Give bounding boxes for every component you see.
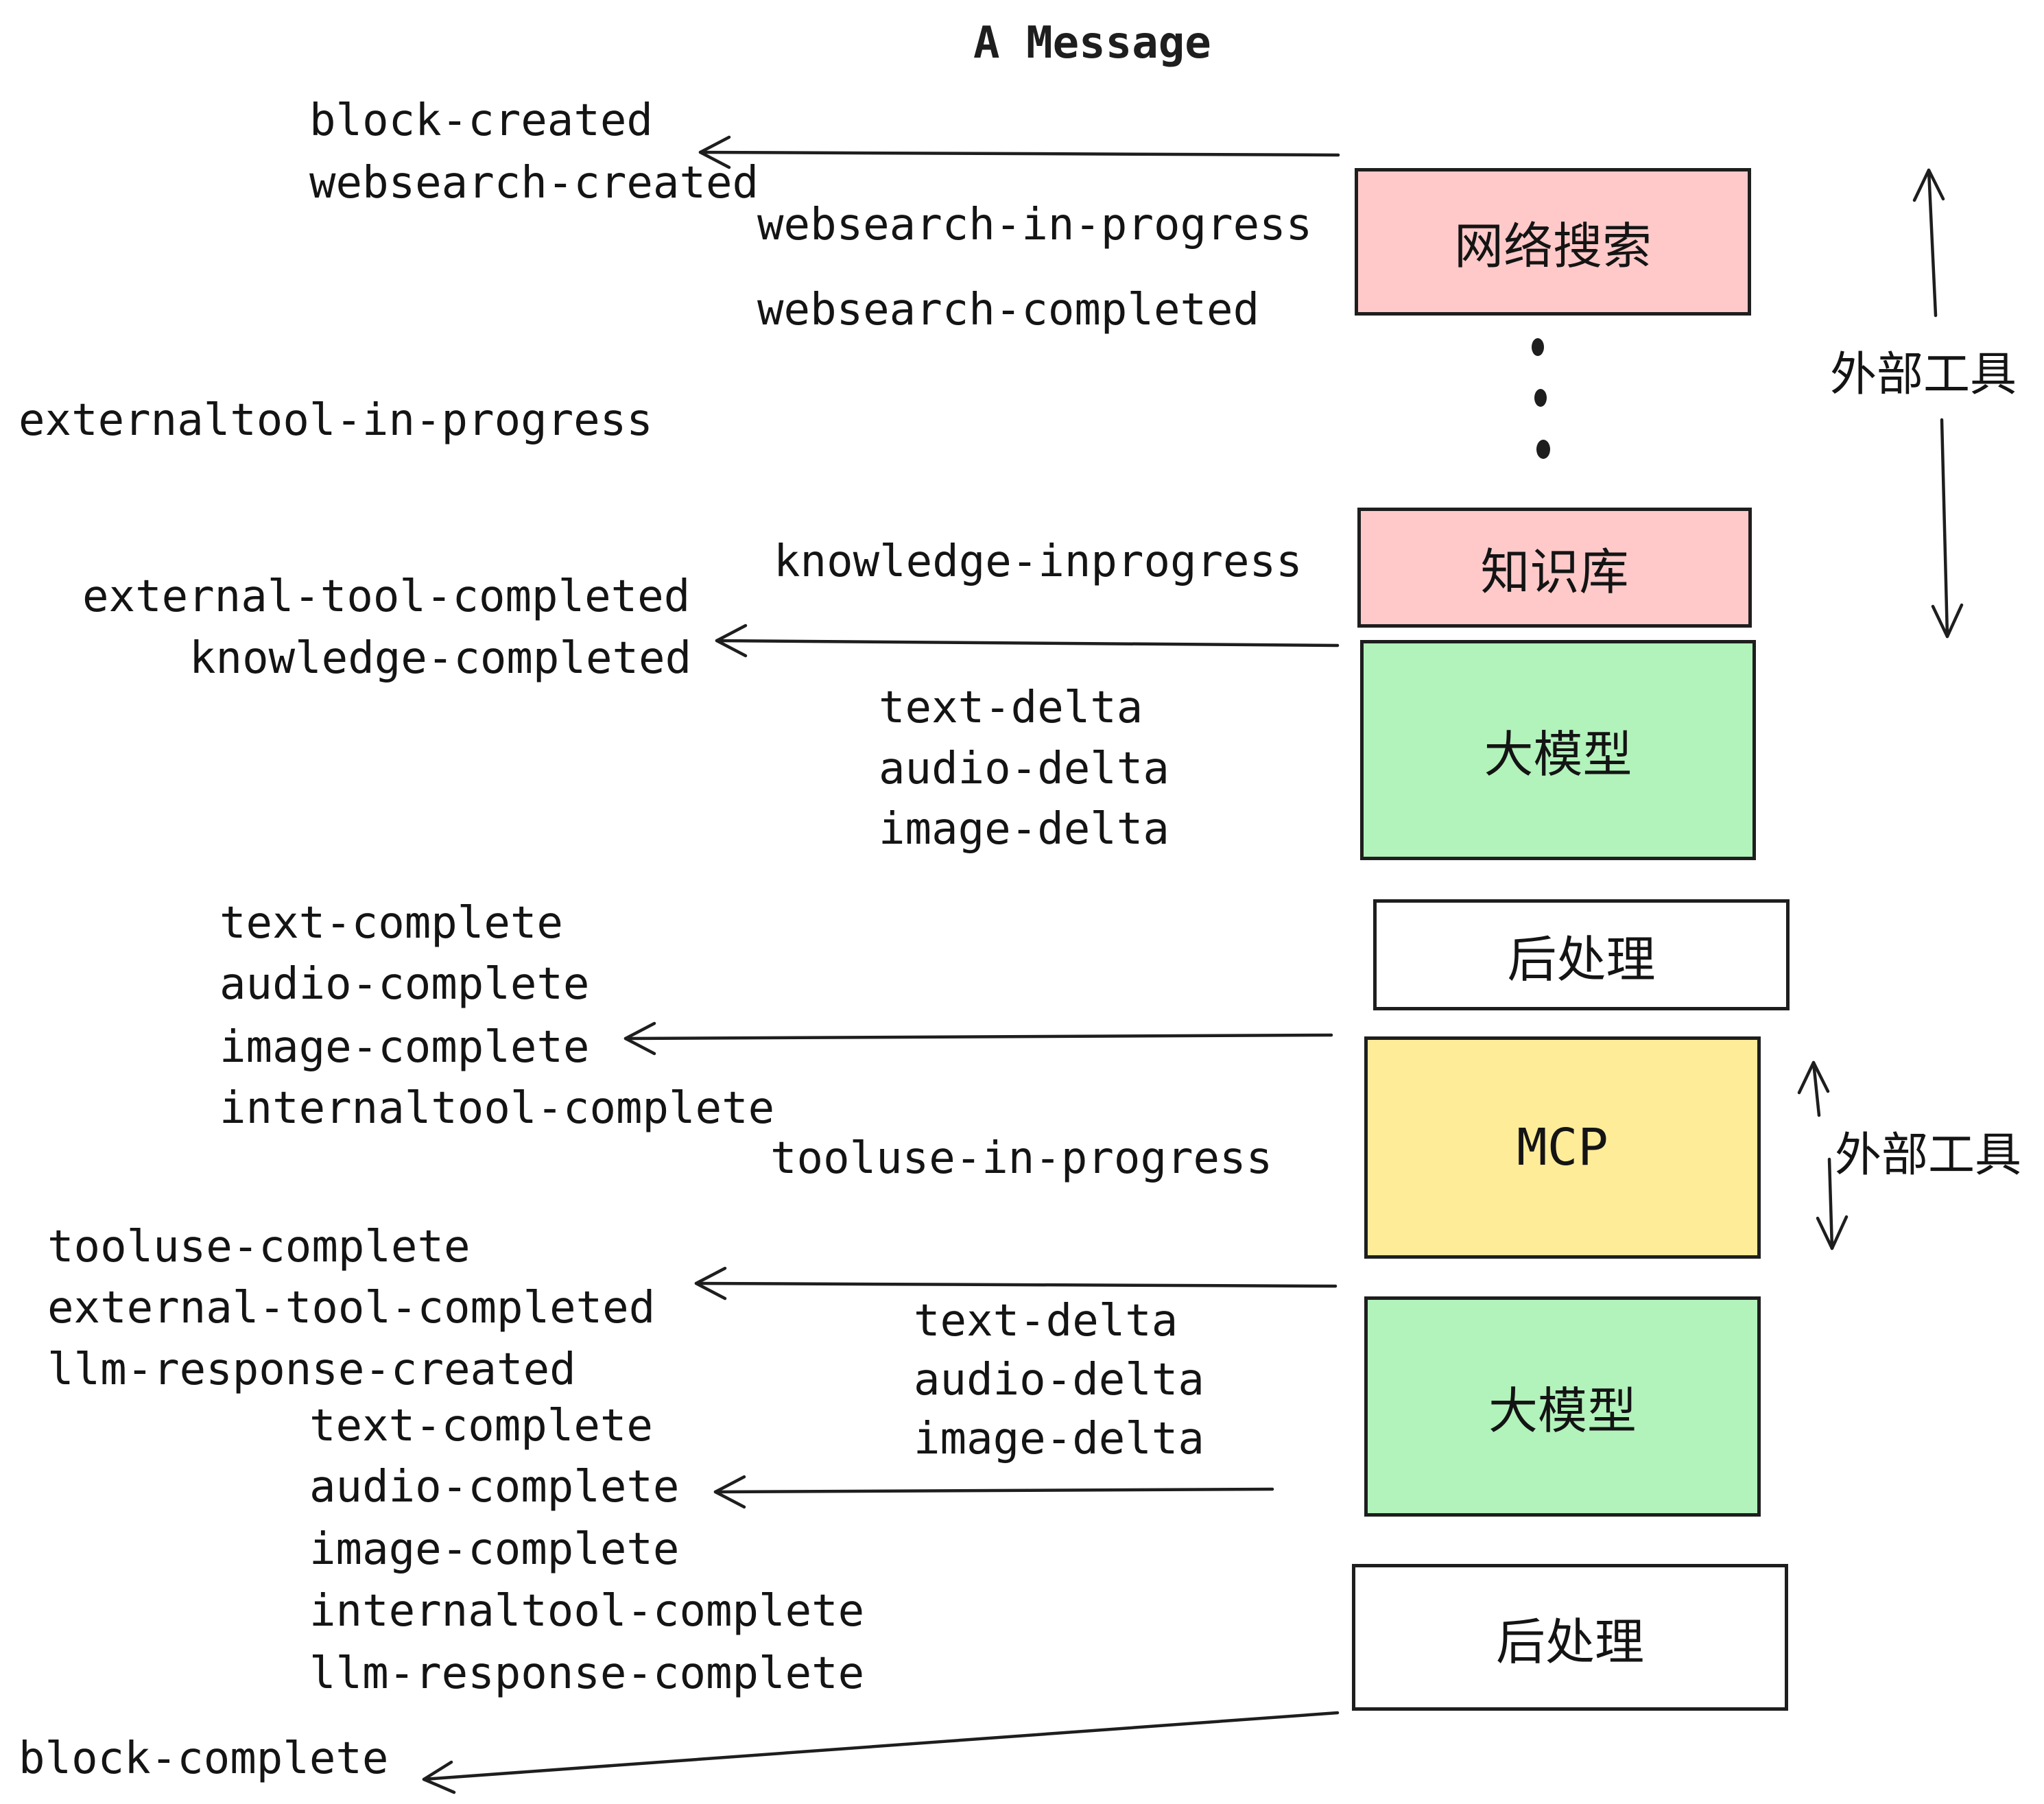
external-tools-top-label: 外部工具 [1830, 348, 2017, 402]
box-llm-1-label: 大模型 [1484, 726, 1632, 783]
event-label-audio-complete-2: audio-complete [309, 1462, 680, 1512]
box-knowledge-label: 知识库 [1480, 543, 1629, 601]
event-label-text-delta: text-delta [879, 683, 1143, 733]
box-mcp: MCP [1364, 1036, 1761, 1259]
box-knowledge: 知识库 [1357, 508, 1752, 628]
event-label-knowledge-completed: knowledge-completed [189, 633, 692, 684]
event-label-llm-response-complete: llm-response-complete [309, 1648, 865, 1699]
box-postprocess-2: 后处理 [1352, 1564, 1788, 1711]
event-label-image-delta-2: image-delta [914, 1414, 1204, 1464]
box-llm-2: 大模型 [1364, 1296, 1761, 1517]
event-label-websearch-completed: websearch-completed [757, 285, 1260, 335]
box-llm-1: 大模型 [1360, 640, 1756, 860]
box-postprocess-2-label: 后处理 [1495, 1613, 1644, 1671]
diagram-title: A Message [973, 18, 1211, 69]
event-label-knowledge-inprogress: knowledge-inprogress [774, 536, 1303, 587]
box-llm-2-label: 大模型 [1488, 1382, 1637, 1440]
event-label-websearch-in-progress: websearch-in-progress [757, 200, 1313, 250]
arrow-block-complete [422, 1711, 1340, 1794]
box-postprocess-1-label: 后处理 [1507, 930, 1656, 988]
box-mcp-label: MCP [1517, 1118, 1608, 1177]
arrow-websearch-created [698, 135, 1340, 169]
arrow-knowledge-completed [715, 624, 1340, 658]
arrow-internal-complete [623, 1021, 1333, 1056]
event-label-audio-delta: audio-delta [879, 744, 1169, 794]
external-tools-top-down-arrow [1931, 418, 1964, 639]
box-postprocess-1: 后处理 [1373, 899, 1790, 1010]
event-label-external-tool-completed-2: external-tool-completed [47, 1283, 656, 1333]
external-tools-top-up-arrow [1912, 168, 1945, 318]
event-label-text-delta-2: text-delta [914, 1296, 1178, 1346]
event-label-image-complete: image-complete [219, 1022, 590, 1073]
event-label-internaltool-complete-2: internaltool-complete [309, 1586, 865, 1637]
event-label-websearch-created: websearch-created [309, 158, 759, 209]
event-label-internaltool-complete: internaltool-complete [219, 1083, 775, 1134]
arrow-tooluse-complete [694, 1266, 1338, 1301]
ellipsis-dots [1532, 338, 1550, 459]
event-label-image-complete-2: image-complete [309, 1524, 680, 1575]
event-label-audio-delta-2: audio-delta [914, 1355, 1204, 1405]
event-label-block-complete: block-complete [19, 1733, 389, 1784]
event-label-text-complete-2: text-complete [309, 1401, 653, 1451]
event-label-audio-complete: audio-complete [219, 959, 590, 1010]
arrow-llm-complete [713, 1475, 1274, 1509]
event-label-llm-response-created: llm-response-created [47, 1344, 576, 1395]
event-label-tooluse-complete: tooluse-complete [47, 1222, 471, 1272]
event-label-externaltool-in-progress: externaltool-in-progress [19, 395, 653, 446]
event-label-block-created: block-created [309, 95, 653, 146]
event-label-external-tool-completed: external-tool-completed [82, 571, 691, 622]
event-label-text-complete: text-complete [219, 898, 563, 949]
external-tools-bottom-up-arrow [1797, 1060, 1830, 1117]
external-tools-bottom-label: 外部工具 [1835, 1128, 2022, 1183]
box-websearch: 网络搜索 [1355, 168, 1751, 316]
box-websearch-label: 网络搜索 [1453, 217, 1652, 275]
event-label-tooluse-in-progress: tooluse-in-progress [770, 1133, 1273, 1184]
event-label-image-delta: image-delta [879, 804, 1169, 855]
